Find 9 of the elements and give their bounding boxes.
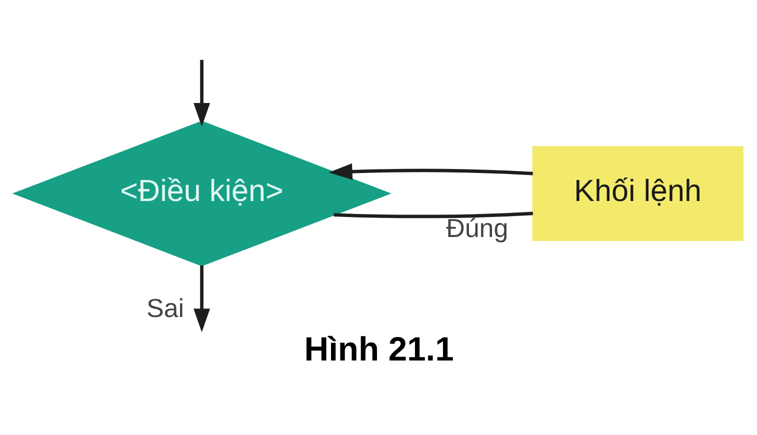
arrow xyxy=(194,59,210,126)
node-box: Khối lệnh xyxy=(532,146,744,240)
edge-label: Đúng xyxy=(446,212,508,243)
edge-label: Sai xyxy=(146,292,184,323)
node-diamond: <Điều kiện> xyxy=(12,120,392,266)
arrow xyxy=(194,265,210,332)
caption: Hình 21.1 xyxy=(304,330,454,368)
connector xyxy=(334,211,533,218)
arrow xyxy=(328,162,533,180)
